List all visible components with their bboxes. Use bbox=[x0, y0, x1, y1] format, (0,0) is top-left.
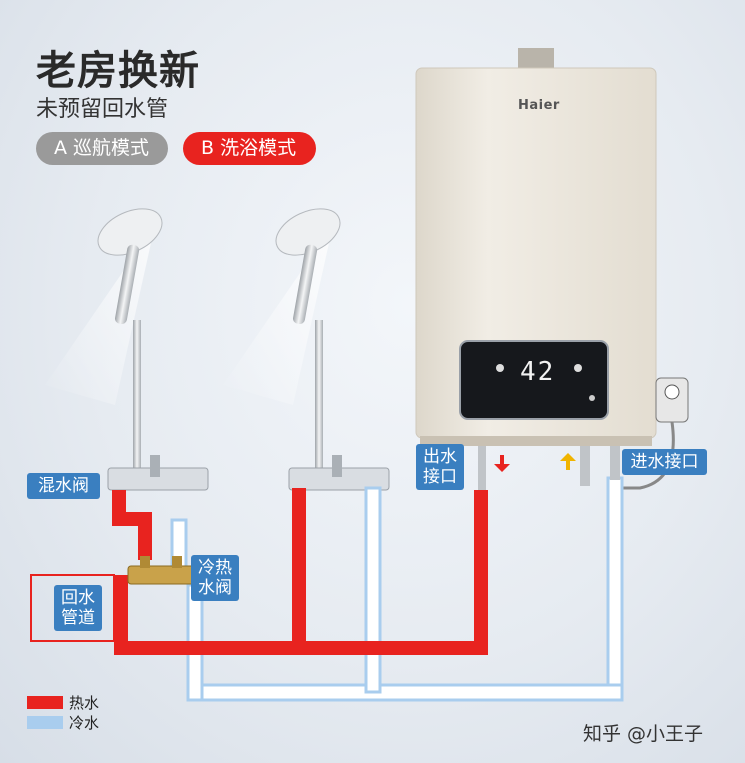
hot-out-arrow-icon bbox=[494, 455, 510, 472]
valve-knob bbox=[172, 556, 182, 568]
control-panel bbox=[459, 340, 609, 420]
power-icon bbox=[589, 395, 595, 401]
cold-pipe-right-shower bbox=[364, 486, 382, 694]
valve-knob bbox=[140, 556, 150, 568]
mode-a-badge: A 巡航模式 bbox=[36, 132, 168, 165]
label-mixing-valve: 混水阀 bbox=[27, 473, 100, 499]
shower-rail bbox=[133, 320, 141, 470]
shower-handle bbox=[292, 244, 318, 325]
outlet-fitting bbox=[478, 446, 486, 490]
legend-cold-label: 冷水 bbox=[69, 714, 100, 732]
watermark: 知乎 @小王子 bbox=[583, 723, 704, 745]
flue-pipe bbox=[518, 48, 554, 70]
cold-in-arrow-icon bbox=[560, 453, 576, 470]
label-hot-cold-valve: 冷热水阀 bbox=[191, 555, 239, 601]
cold-pipe-inlet-vertical bbox=[606, 476, 624, 702]
hot-pipe-right-shower bbox=[292, 488, 306, 648]
mixer-tap bbox=[150, 455, 160, 477]
page-subtitle: 未预留回水管 bbox=[36, 97, 169, 122]
water-heater bbox=[415, 48, 657, 446]
hot-pipe-mixer-bend bbox=[112, 490, 152, 560]
mixer-tap bbox=[332, 455, 342, 477]
return-pipe-highlight-box bbox=[30, 574, 115, 642]
heater-bottom bbox=[420, 436, 652, 446]
shower-head-left bbox=[45, 208, 209, 491]
heater-temp-display: 42 bbox=[520, 357, 556, 387]
heater-brand-logo: Haier bbox=[518, 98, 560, 113]
legend-hot-label: 热水 bbox=[69, 694, 100, 712]
label-water-inlet: 进水接口 bbox=[622, 449, 707, 475]
valve-dial-icon bbox=[664, 384, 680, 400]
inlet-fitting bbox=[610, 446, 620, 480]
gas-fitting bbox=[580, 446, 590, 486]
panel-icon bbox=[496, 364, 504, 372]
cold-water-pipes bbox=[170, 476, 624, 702]
shower-rail bbox=[315, 320, 323, 470]
legend-hot-swatch bbox=[27, 696, 63, 709]
legend-cold: 冷水 bbox=[27, 712, 99, 733]
cold-pipe-bottom bbox=[186, 683, 624, 702]
brass-valve-body bbox=[127, 565, 195, 585]
mode-b-badge: B 洗浴模式 bbox=[183, 132, 316, 165]
hot-pipe-outlet-vertical bbox=[474, 490, 488, 655]
label-return-pipe: 回水管道 bbox=[54, 585, 102, 631]
shower-handle bbox=[114, 244, 140, 325]
panel-icon bbox=[574, 364, 582, 372]
legend-hot: 热水 bbox=[27, 692, 99, 713]
hot-water-pipes bbox=[112, 488, 488, 655]
return-pipe-vertical bbox=[114, 575, 128, 655]
page-title: 老房换新 bbox=[36, 48, 200, 94]
shower-head-right bbox=[223, 208, 390, 491]
legend-cold-swatch bbox=[27, 716, 63, 729]
label-water-outlet: 出水接口 bbox=[416, 444, 464, 490]
